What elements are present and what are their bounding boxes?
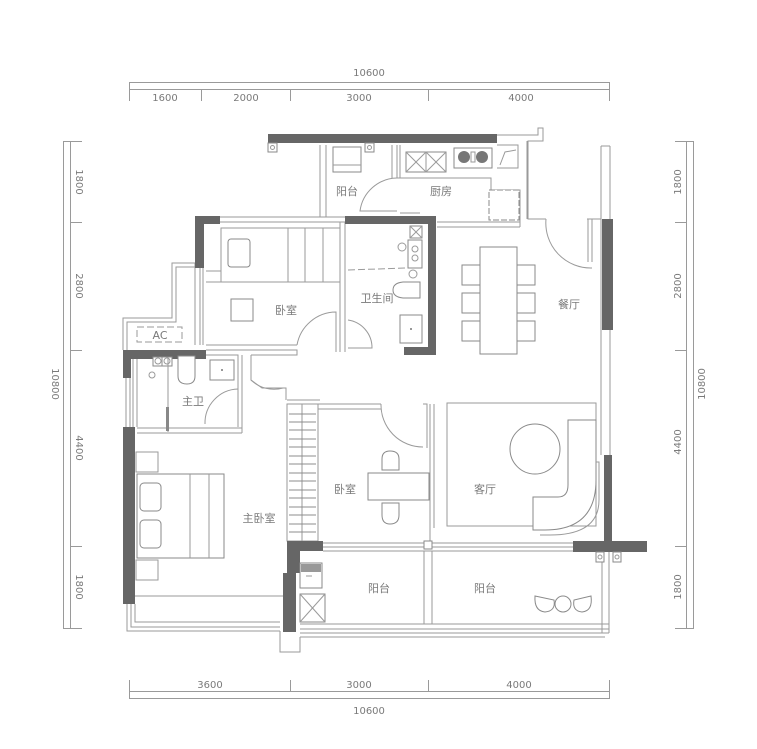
top-dimension: 10600 1600 2000 3000 4000	[129, 68, 610, 104]
label-balcony-north: 阳台	[336, 184, 358, 198]
stool-icon	[230, 298, 254, 322]
partition-lines	[122, 127, 611, 653]
side-table-icon	[554, 595, 572, 613]
washing-machine-icon	[332, 146, 362, 173]
desk-icon	[367, 472, 430, 501]
top-dim-3: 3000	[346, 93, 371, 104]
label-living: 客厅	[474, 482, 496, 496]
walls	[123, 134, 647, 632]
label-master-bath: 主卫	[182, 395, 204, 408]
coffee-table-icon	[509, 423, 561, 475]
label-master-bedroom: 主卧室	[243, 511, 276, 525]
right-dim-2: 2800	[673, 273, 684, 298]
dining-table-icon	[479, 246, 518, 355]
furniture	[136, 142, 622, 623]
label-balcony-south-right: 阳台	[474, 581, 496, 595]
toilet-icon	[392, 281, 421, 299]
bottom-dim-2: 3000	[346, 680, 371, 691]
sofa-icon	[532, 419, 597, 531]
right-dim-4: 1800	[673, 574, 684, 599]
bottom-dimension: 3600 3000 4000 10600	[129, 680, 610, 717]
shower-icon	[407, 239, 423, 269]
chair-icon	[227, 238, 251, 268]
lounge-chair-icon	[534, 595, 555, 613]
room-labels: 阳台 厨房 卧室 卫生间 餐厅 AC 主卫 主卧室 卧室 客厅 阳台 阳台	[152, 184, 580, 595]
left-dim-1: 1800	[73, 169, 84, 194]
right-total-dim: 10800	[697, 368, 708, 400]
pillar-icon	[267, 142, 278, 153]
label-kitchen: 厨房	[430, 185, 452, 198]
label-balcony-south-left: 阳台	[368, 581, 390, 595]
label-dining: 餐厅	[558, 297, 580, 311]
lounge-chair-icon	[573, 595, 592, 613]
top-dim-2: 2000	[233, 93, 258, 104]
right-dimension: 1800 2800 4400 1800 10800	[673, 141, 708, 629]
top-dim-4: 4000	[508, 93, 533, 104]
bottom-dim-1: 3600	[197, 680, 222, 691]
left-dim-4: 1800	[73, 574, 84, 599]
top-dim-1: 1600	[152, 93, 177, 104]
right-dim-3: 4400	[673, 429, 684, 454]
master-toilet-icon	[177, 355, 196, 385]
ac-unit-icon	[136, 326, 183, 343]
left-dim-2: 2800	[73, 273, 84, 298]
fridge-icon	[488, 189, 520, 221]
left-dim-3: 4400	[73, 435, 84, 460]
left-total-dim: 10800	[49, 368, 60, 400]
label-bathroom: 卫生间	[361, 291, 394, 305]
label-bedroom-north: 卧室	[275, 303, 297, 317]
bottom-dim-3: 4000	[506, 680, 531, 691]
label-ac: AC	[152, 329, 167, 342]
bottom-total-dim: 10600	[353, 706, 385, 717]
right-dim-1: 1800	[673, 169, 684, 194]
label-bedroom-south: 卧室	[334, 482, 356, 496]
top-total-dim: 10600	[353, 68, 385, 79]
left-dimension: 1800 2800 4400 1800 10800	[49, 141, 84, 629]
wardrobe-hangers-icon	[289, 413, 316, 533]
